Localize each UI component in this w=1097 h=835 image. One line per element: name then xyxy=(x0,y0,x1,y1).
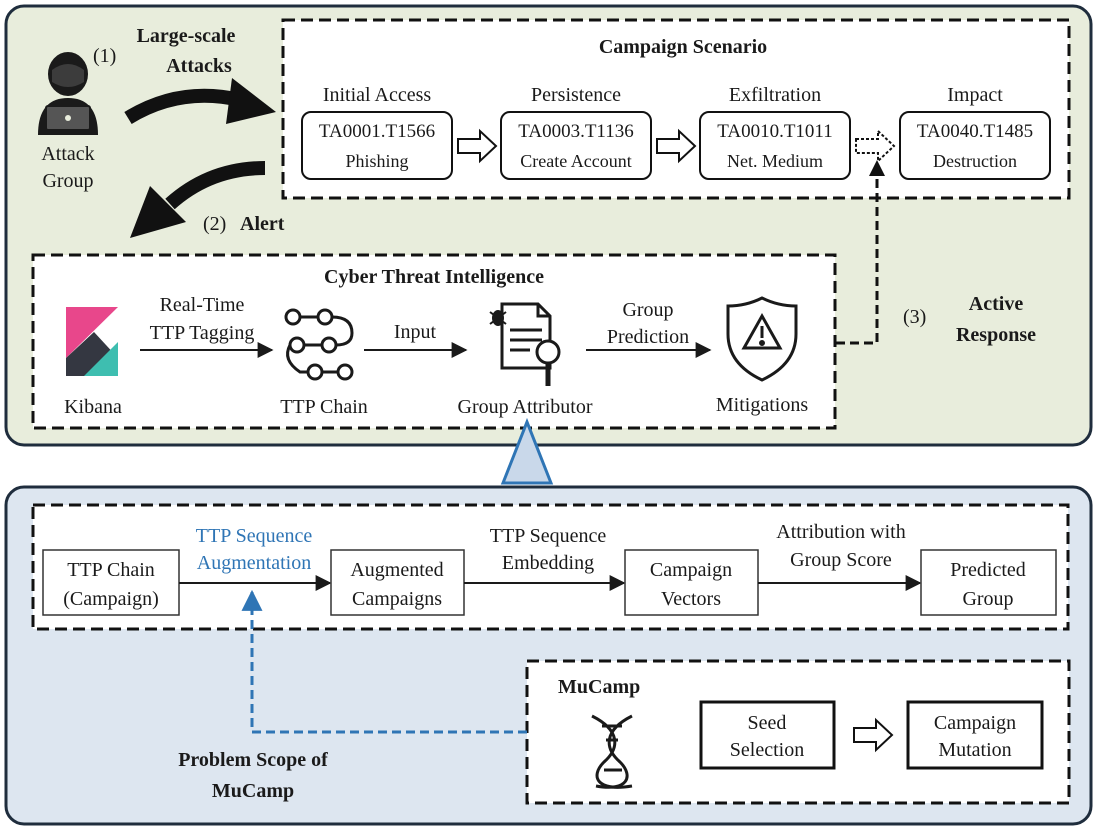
augmentation-label-2: Augmentation xyxy=(197,552,311,574)
problem-scope-label: Problem Scope of xyxy=(178,749,328,771)
kibana-logo xyxy=(66,307,118,376)
step3-label: (3) xyxy=(903,306,926,328)
stage-name: Destruction xyxy=(933,151,1017,171)
stage-tactic: Persistence xyxy=(531,84,621,106)
attribution-label: Attribution with xyxy=(776,521,905,543)
ttp-chain-icon xyxy=(284,308,354,381)
stage-arrow xyxy=(656,128,697,164)
group-prediction-label: Group xyxy=(622,299,673,321)
mucamp-arrow xyxy=(853,717,894,753)
step1-label: (1) xyxy=(93,45,116,67)
ttp-chain-campaign-label-2: (Campaign) xyxy=(63,588,159,610)
embedding-label-2: Embedding xyxy=(502,552,594,574)
pipeline-box xyxy=(31,503,1070,631)
group-prediction-label-2: Prediction xyxy=(607,326,689,348)
step2-label: (2) xyxy=(203,213,226,235)
predicted-group-box xyxy=(920,549,1057,616)
mucamp-feedback-line xyxy=(241,589,527,734)
stage-code: TA0003.T1136 xyxy=(518,121,633,142)
augmented-campaigns-box xyxy=(330,549,465,616)
kibana-label: Kibana xyxy=(64,396,122,418)
mucamp-title: MuCamp xyxy=(558,676,640,698)
stage-name: Net. Medium xyxy=(727,151,823,171)
campaign-vectors-box xyxy=(624,549,759,616)
group-attributor-label: Group Attributor xyxy=(458,396,593,418)
stage-tactic: Initial Access xyxy=(323,84,432,106)
alert-label: Alert xyxy=(240,213,285,235)
campaign-mutation-label-2: Mutation xyxy=(938,739,1011,761)
stage-tactic: Exfiltration xyxy=(729,84,821,106)
augmentation-label: TTP Sequence xyxy=(196,525,313,547)
large-scale-attacks-label-2: Attacks xyxy=(166,55,232,77)
ttp-chain-campaign-label: TTP Chain xyxy=(67,559,155,581)
ttp-tagging-label-2: TTP Tagging xyxy=(150,322,255,344)
ttp-chain-label: TTP Chain xyxy=(280,396,368,418)
stage-code: TA0001.T1566 xyxy=(319,121,435,142)
cti-box xyxy=(31,253,837,430)
stage-box xyxy=(500,111,652,180)
campaign-vectors-label-2: Vectors xyxy=(661,588,721,610)
dna-icon xyxy=(591,714,633,789)
active-response-arrowhead xyxy=(869,160,885,176)
stage-name: Phishing xyxy=(345,151,408,171)
predicted-group-label: Predicted xyxy=(950,559,1026,581)
seed-selection-label-2: Selection xyxy=(730,739,804,761)
predicted-group-label-2: Group xyxy=(962,588,1013,610)
stage-arrow-dashed xyxy=(855,128,896,164)
scope-triangle xyxy=(500,417,554,485)
group-attributor-icon xyxy=(489,302,561,386)
shield-icon xyxy=(726,296,798,382)
input-label: Input xyxy=(394,321,437,343)
campaign-scenario-title: Campaign Scenario xyxy=(599,36,767,58)
active-response-label-2: Response xyxy=(956,324,1036,346)
stage-code: TA0040.T1485 xyxy=(917,121,1033,142)
ttp-chain-box xyxy=(42,549,180,616)
campaign-vectors-label: Campaign xyxy=(650,559,732,581)
active-response-line xyxy=(836,168,879,345)
stage-box xyxy=(699,111,851,180)
stage-arrow xyxy=(457,128,498,164)
problem-scope-label-2: MuCamp xyxy=(212,780,294,802)
alert-arrow xyxy=(130,161,266,238)
campaign-mutation-label: Campaign xyxy=(934,712,1016,734)
attack-arrow xyxy=(124,78,276,125)
campaign-mutation-box xyxy=(906,700,1044,770)
stage-code: TA0010.T1011 xyxy=(717,121,832,142)
augmented-campaigns-label-2: Campaigns xyxy=(352,588,442,610)
attack-group-label: Attack xyxy=(41,143,94,165)
seed-selection-label: Seed xyxy=(748,712,787,734)
attack-group-label-2: Group xyxy=(42,170,93,192)
stage-tactic: Impact xyxy=(947,84,1003,106)
cti-title: Cyber Threat Intelligence xyxy=(324,266,544,288)
large-scale-attacks-label: Large-scale xyxy=(137,25,236,47)
attribution-label-2: Group Score xyxy=(790,549,892,571)
active-response-label: Active xyxy=(969,293,1024,315)
mitigations-label: Mitigations xyxy=(716,394,808,416)
seed-selection-box xyxy=(699,700,836,770)
embedding-label: TTP Sequence xyxy=(490,525,607,547)
augmented-campaigns-label: Augmented xyxy=(350,559,443,581)
stage-name: Create Account xyxy=(520,151,631,171)
ttp-tagging-label: Real-Time xyxy=(160,294,245,316)
stage-box xyxy=(301,111,453,180)
hacker-icon xyxy=(38,52,98,135)
stage-box xyxy=(899,111,1051,180)
